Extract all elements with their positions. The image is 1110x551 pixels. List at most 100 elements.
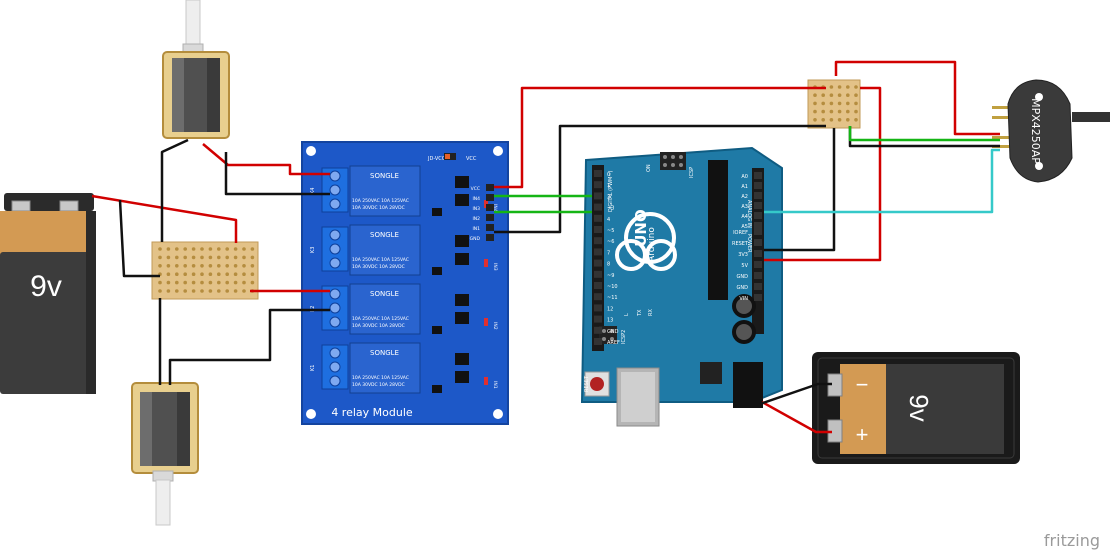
relay-pin-label: IN3 (472, 206, 480, 212)
relay-pin-label: GND (470, 236, 481, 242)
perfboard-left-hole (175, 247, 179, 251)
diode (432, 326, 442, 334)
perfboard-left-hole (166, 264, 171, 268)
perfboard-left-hole (225, 264, 229, 268)
arduino-digital-label: DIGITAL (PWM~) (608, 170, 614, 212)
terminal-screw (329, 229, 341, 241)
diode (432, 208, 442, 216)
perfboard-left-hole (200, 264, 204, 268)
perfboard-left-hole (225, 272, 229, 277)
perfboard-left-hole (166, 272, 171, 277)
relay-rating-2: 10A 30VDC 10A 28VDC (352, 382, 405, 388)
status-led (484, 259, 488, 267)
terminal-screw (329, 257, 341, 269)
relay-rating-1: 10A 250VAC 10A 125VAC (352, 257, 409, 263)
digital-pin (594, 203, 602, 211)
wire-black-sensor (848, 126, 1000, 148)
optocoupler (455, 294, 469, 306)
wire-black-sol-top (160, 138, 189, 242)
jd-vcc-label: JD-VCC (427, 156, 446, 162)
vcc-label: VCC (466, 156, 477, 162)
power-pin (754, 228, 762, 235)
battery-right: − + 9v (812, 352, 1020, 464)
digital-pin (594, 338, 602, 345)
perfboard-right-hole (829, 101, 834, 106)
perfboard-right-hole (813, 109, 817, 114)
power-pin (754, 272, 762, 279)
relay-rating-1: 10A 250VAC 10A 125VAC (352, 198, 409, 204)
perfboard-left-hole (158, 280, 162, 285)
terminal-screw (329, 302, 341, 314)
relay-header-pin (486, 234, 494, 241)
perfboard-left-hole (183, 255, 187, 260)
diode (432, 267, 442, 275)
perfboard-right-hole (813, 118, 817, 122)
relay-brand: SONGLE (370, 290, 399, 298)
perfboard-right-hole (821, 101, 825, 106)
digital-pin (594, 170, 602, 177)
wire-green-sensor (848, 126, 1000, 142)
digital-pin (594, 304, 602, 312)
battery-left: 9v (0, 193, 96, 394)
terminal-screw (329, 288, 341, 300)
perfboard-right-hole (854, 109, 858, 114)
relay-pin-label: IN2 (472, 216, 480, 222)
perfboard-right-hole (846, 93, 850, 97)
power-pin (754, 294, 762, 301)
digital-pin-label: 4 (607, 217, 610, 223)
analog-pin-label: A4 (741, 214, 748, 220)
relay-rating-1: 10A 250VAC 10A 125VAC (352, 375, 409, 381)
digital-pin (594, 270, 602, 278)
relay-body (349, 283, 421, 335)
perfboard-left-hole (183, 289, 187, 293)
status-led (484, 377, 488, 385)
diode (432, 385, 442, 393)
relay-brand: SONGLE (370, 172, 399, 180)
wire-red-5v (764, 86, 882, 262)
perfboard-left-hole (250, 247, 255, 251)
arduino-on-label: ON (646, 164, 652, 172)
power-pin-label: IOREF (733, 230, 748, 236)
pressure-sensor: MPX4250AP (992, 79, 1110, 183)
digital-pin-label: 0 (607, 172, 610, 178)
led-label: IN3 (492, 263, 498, 271)
perfboard-left-hole (233, 264, 238, 268)
arduino-l-label: L (624, 313, 630, 316)
arduino-model: UNO (632, 209, 650, 247)
digital-pin-label: ~5 (607, 228, 614, 234)
perfboard-left-hole (208, 280, 213, 285)
relay-rating-2: 10A 30VDC 10A 28VDC (352, 323, 405, 329)
battery-left-label: 9v (30, 270, 62, 303)
perfboard-left-hole (242, 280, 246, 285)
perfboard-left-hole (191, 247, 196, 251)
perfboard-left-hole (158, 247, 162, 251)
optocoupler (455, 235, 469, 247)
wire-black-sol-top2 (224, 152, 330, 196)
transistor (455, 253, 469, 265)
battery-right-minus: − (856, 372, 869, 397)
arduino-brand: Arduino (647, 227, 657, 262)
optocoupler (455, 176, 469, 188)
analog-pin (754, 182, 762, 189)
perfboard-left-hole (158, 264, 162, 268)
digital-pin-label: 12 (607, 306, 613, 312)
digital-pin-label: ~9 (607, 273, 614, 279)
perfboard-left-hole (208, 289, 213, 293)
perfboard-left-hole (242, 289, 246, 293)
perfboard-left-hole (208, 255, 213, 260)
status-led (484, 318, 488, 326)
perfboard-left-hole (183, 264, 187, 268)
arduino-reset-label: RESET (584, 375, 590, 392)
sensor-label: MPX4250AP (1029, 98, 1042, 164)
perfboard-left-hole (191, 255, 196, 260)
perfboard-left-hole (200, 289, 204, 293)
digital-pin-label: ~6 (607, 239, 614, 245)
relay-header-pin (486, 184, 494, 191)
perfboard-left-hole (242, 247, 246, 251)
relay-body (349, 165, 421, 217)
wire-black-bat-left (118, 199, 160, 278)
perfboard-left-hole (166, 247, 171, 251)
analog-pin-label: A5 (741, 224, 748, 230)
